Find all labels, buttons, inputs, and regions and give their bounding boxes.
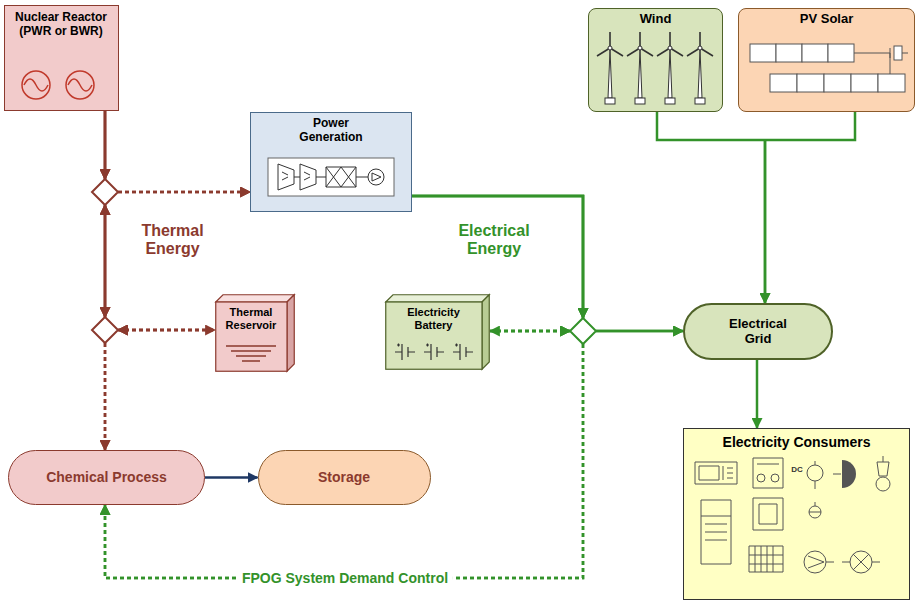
connector [105,111,106,450]
connector [205,477,258,478]
node-text: Nuclear Reactor (PWR or BWR) [9,11,113,39]
connector-segment [118,191,250,194]
connector-segment [104,205,107,317]
connector-segment [764,140,767,303]
connector [757,360,758,428]
connector-segment [490,330,570,333]
node-text: Electricity Consumers [689,434,904,450]
connector-segment [104,205,107,317]
connector-segment [657,112,765,140]
junction-diamond [92,317,118,343]
node-text: Wind [596,12,716,27]
node-text: Chemical Process [22,469,192,485]
connector-segment [104,111,107,179]
connector [105,111,250,192]
node-text: Thermal Reservoir [217,306,285,331]
connector [765,112,855,303]
junction-diamond [570,318,596,344]
node-text: PV Solar [747,12,907,27]
res-icon [215,294,295,372]
cons-icon [683,428,910,600]
thermal-reservoir-box: Thermal Reservoir [215,294,295,372]
connector-segment [118,329,215,332]
flow-label: Electrical Energy [444,222,544,259]
connector-segment [756,360,759,428]
power-generation-box: Power Generation [250,112,412,212]
connector-segment [118,191,250,194]
reactor-box: Nuclear Reactor (PWR or BWR) [4,5,119,111]
node-text: Electrical Grid [721,317,796,347]
connector-segment [764,140,767,303]
connector-segment [118,329,215,332]
connector-segment [596,330,683,333]
connector [657,112,765,303]
node-text: Electricity Battery [394,306,474,331]
box-3d-shape [385,294,490,370]
connector-segment [490,330,570,333]
flow-label: Thermal Energy [125,222,220,259]
connector [105,111,215,330]
bat-icon [385,294,490,370]
grid-pill: Electrical Grid [683,303,833,360]
connector-segment [104,343,107,450]
chemical-process-pill: Chemical Process [8,450,205,505]
connector-segment [104,111,107,179]
connector-segment [205,476,258,479]
connector [105,196,583,578]
node-text: Storage [271,469,418,485]
connector-segment [104,343,107,450]
connector-segment [490,330,570,333]
wind-box: Wind [588,8,723,112]
connector-segment [118,329,215,332]
connector [105,330,215,450]
connector-segment [765,112,855,140]
storage-pill: Storage [258,450,431,505]
pv-solar-box: PV Solar [738,8,915,112]
connector-segment [596,330,683,333]
consumers-box: Electricity Consumers [683,428,910,600]
node-text: Power Generation [291,117,371,145]
junction-diamond [92,179,118,205]
connector-segment [104,205,107,317]
connector-segment [104,111,107,179]
battery-box: Electricity Battery [385,294,490,370]
edge-label: FPOG System Demand Control [237,570,453,586]
